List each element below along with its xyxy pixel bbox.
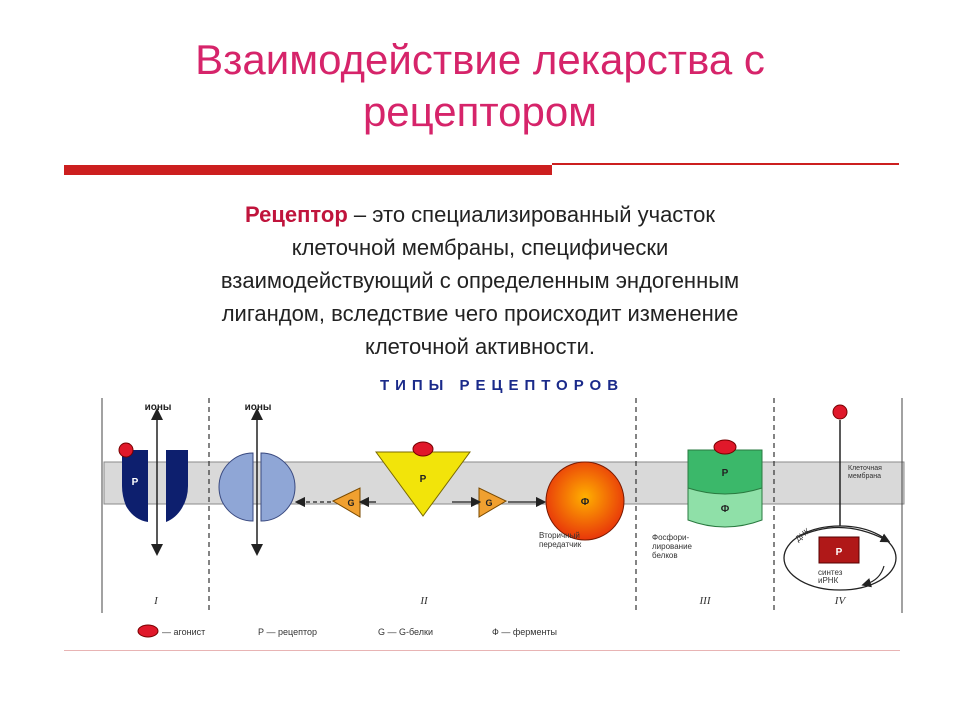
definition-line4: лигандом, вследствие чего происходит изм… bbox=[221, 301, 739, 326]
agonist-iii bbox=[713, 439, 737, 455]
ion-channel-ii-right bbox=[260, 452, 296, 522]
legend-enzymes: Ф — ферменты bbox=[492, 627, 557, 637]
ions-label-i: ионы bbox=[145, 402, 172, 413]
ion-channel-left-half bbox=[122, 450, 148, 522]
definition-term: Рецептор bbox=[245, 202, 348, 227]
second-messenger-label-2: передатчик bbox=[539, 540, 582, 549]
definition-text: Рецептор – это специализированный участо… bbox=[120, 198, 840, 363]
section-label-iii: III bbox=[699, 595, 712, 607]
section-label-ii: II bbox=[419, 595, 429, 607]
enzyme-receptor-letter: Р bbox=[722, 468, 729, 479]
enzyme-receptor-lower bbox=[687, 487, 763, 528]
gpcr-receptor-letter: Р bbox=[420, 474, 427, 485]
agonist-i bbox=[118, 442, 134, 458]
phosphorylation-label-2: лирование bbox=[652, 542, 693, 551]
definition-line1: Рецептор – это специализированный участо… bbox=[120, 198, 840, 231]
channel-receptor-letter: Р bbox=[132, 477, 139, 488]
definition-line3: взаимодействующий с определенным эндоген… bbox=[220, 268, 740, 293]
receptor-types-diagram: ТИПЫ РЕЦЕПТОРОВ ионы Р ионы Р G G Ф Втор… bbox=[101, 377, 905, 638]
synthesis-label-2: иРНК bbox=[818, 576, 839, 585]
definition-line2: клеточной мембраны, специфически bbox=[291, 235, 669, 260]
section-label-iv: IV bbox=[834, 595, 847, 607]
agonist-gpcr bbox=[412, 441, 434, 457]
g-protein-left-letter: G bbox=[347, 498, 354, 508]
nucleus-arrow-top bbox=[795, 526, 891, 543]
diagram-heading: ТИПЫ РЕЦЕПТОРОВ bbox=[380, 377, 624, 394]
legend-gproteins: G — G-белки bbox=[378, 627, 433, 637]
slide-title-line2: рецептором bbox=[362, 88, 598, 135]
title-underline-thin bbox=[552, 163, 899, 165]
intracellular-receptor-letter: Р bbox=[836, 547, 843, 558]
ion-channel-ii-left bbox=[218, 452, 254, 522]
enzyme-receptor-f-letter: Ф bbox=[721, 504, 730, 515]
nucleus-arrow-side bbox=[861, 565, 885, 588]
g-protein-right-letter: G bbox=[485, 498, 492, 508]
enzyme-f-letter: Ф bbox=[581, 497, 590, 508]
ions-label-ii: ионы bbox=[245, 402, 272, 413]
definition-line5: клеточной активности. bbox=[364, 334, 596, 359]
membrane-label-1: Клеточная bbox=[848, 465, 882, 472]
intracellular-receptor bbox=[818, 536, 860, 564]
section-label-i: I bbox=[153, 595, 159, 607]
legend-agonist: — агонист bbox=[162, 627, 205, 637]
ion-channel-right-half bbox=[166, 450, 188, 522]
phosphorylation-label-3: белков bbox=[652, 551, 678, 560]
legend-receptor: Р — рецептор bbox=[258, 627, 317, 637]
title-underline-thick bbox=[64, 165, 552, 175]
agonist-iv bbox=[832, 404, 848, 420]
second-messenger-label-1: Вторичный bbox=[539, 531, 580, 540]
slide-title: Взаимодействие лекарства с рецептором bbox=[0, 34, 960, 138]
definition-dash: – bbox=[347, 202, 373, 227]
membrane-label-2: мембрана bbox=[848, 472, 881, 480]
footer-rule bbox=[64, 650, 900, 651]
synthesis-label-1: синтез bbox=[818, 568, 843, 577]
slide-title-line1: Взаимодействие лекарства с bbox=[195, 36, 765, 83]
legend-agonist-icon bbox=[137, 624, 159, 638]
enzyme-receptor-upper bbox=[687, 449, 763, 495]
phosphorylation-label-1: Фосфори- bbox=[652, 533, 689, 542]
definition-line1-text: это специализированный участок bbox=[372, 202, 715, 227]
enzyme-f bbox=[545, 461, 625, 541]
